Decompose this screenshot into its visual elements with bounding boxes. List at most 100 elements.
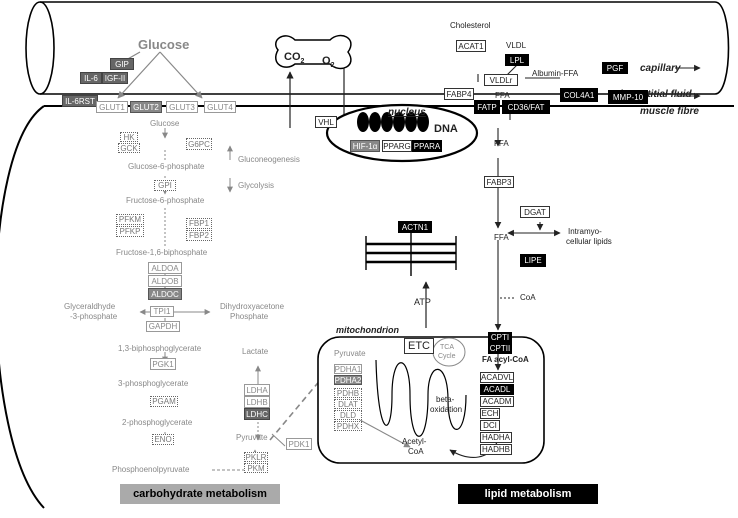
pfkm-box: PFKM xyxy=(116,214,144,225)
g6pc-box: G6PC xyxy=(186,138,212,150)
pfkp-box: PFKP xyxy=(116,226,144,237)
hadhb-box: HADHB xyxy=(480,444,512,455)
f16bp-label: Fructose-1,6-biphosphate xyxy=(116,248,208,257)
capillary-vessel xyxy=(25,1,730,95)
cholesterol-label: Cholesterol xyxy=(450,21,491,30)
vldlr-box: VLDLr xyxy=(484,74,518,86)
dgat-box: DGAT xyxy=(520,206,550,218)
pdhx-box: PDHX xyxy=(334,421,362,431)
pkm-box: PKM xyxy=(244,463,268,473)
beta-oxidation-label-2: oxidation xyxy=(430,405,463,414)
carb-glucose-label: Glucose xyxy=(150,119,180,128)
tca-label-1: TCA xyxy=(440,344,454,351)
dna-label: DNA xyxy=(434,123,458,135)
pg2-label: 2-phosphoglycerate xyxy=(122,418,193,427)
pdha2-box: PDHA2 xyxy=(334,375,362,385)
actn1-box: ACTN1 xyxy=(398,221,432,233)
gpi-box: GPI xyxy=(154,180,176,191)
dhap-label-2: Phosphate xyxy=(230,312,269,321)
muscle-fibre-label: muscle fibre xyxy=(640,106,699,117)
g3p-label-1: Glyceraldhyde xyxy=(64,302,116,311)
mitochondrion-shape xyxy=(317,336,545,464)
capillary-label: capillary xyxy=(640,63,681,74)
ldhb-box: LDHB xyxy=(244,396,270,408)
carbohydrate-metabolism-label: carbohydrate metabolism xyxy=(120,484,280,504)
carb-pyruvate-label: Pyruvate xyxy=(236,433,268,442)
mmp10-box: MMP-10 xyxy=(608,90,648,104)
eno-box: ENO xyxy=(152,434,174,445)
aldob-box: ALDOB xyxy=(148,275,182,287)
glucose-label: Glucose xyxy=(138,37,190,52)
mito-pyruvate-label: Pyruvate xyxy=(334,349,366,358)
ppara-box: PPARA xyxy=(412,140,442,152)
ffa-label-1: FFA xyxy=(494,139,509,148)
etc-box: ETC xyxy=(404,338,434,354)
col4a1-box: COL4A1 xyxy=(560,88,598,102)
pparg-box: PPARG xyxy=(382,140,412,152)
acetyl-coa-label-1: Acetyl- xyxy=(402,437,427,446)
acadl-box: ACADL xyxy=(480,384,514,395)
intramyocellular-label-2: cellular lipids xyxy=(566,237,612,246)
ldha-box: LDHA xyxy=(244,384,270,396)
pgk1-box: PGK1 xyxy=(150,358,176,370)
pep-label: Phosphoenolpyruvate xyxy=(112,465,190,474)
ffa-label-2: FFA xyxy=(494,233,509,242)
hadha-box: HADHA xyxy=(480,432,512,443)
interstitial-fluid-label: interstitial fluid xyxy=(620,89,692,100)
pdk1-box: PDK1 xyxy=(286,438,312,450)
ldhc-box: LDHC xyxy=(244,408,270,420)
mitochondrion-label: mitochondrion xyxy=(336,325,399,335)
il6-box: IL-6 xyxy=(80,72,102,84)
aldoc-box: ALDOC xyxy=(148,288,182,300)
fbp2-box: FBP2 xyxy=(186,230,212,241)
ech-box: ECH xyxy=(480,408,500,419)
igf2-box: IGF-II xyxy=(102,72,128,84)
tpi1-box: TPI1 xyxy=(150,306,174,317)
cpt1-box: CPTI xyxy=(488,332,512,343)
vldl-label: VLDL xyxy=(506,41,527,50)
dna-strands xyxy=(357,112,429,132)
ffa-top-label: FFA xyxy=(495,91,510,100)
dlat-box: DLAT xyxy=(334,399,362,409)
il6rst-box: IL-6RST xyxy=(62,95,98,107)
g3p-label-2: -3-phosphate xyxy=(70,312,118,321)
acetyl-coa-label-2: CoA xyxy=(408,447,424,456)
hk-box: HK xyxy=(120,132,138,142)
pg3-label: 3-phosphoglycerate xyxy=(118,379,189,388)
nucleus-label: nucleus xyxy=(388,107,426,118)
fbp1-box: FBP1 xyxy=(186,218,212,229)
gip-box: GIP xyxy=(110,58,134,70)
gapdh-box: GAPDH xyxy=(146,321,180,332)
gluconeogenesis-label: Gluconeogenesis xyxy=(238,155,300,164)
albumin-ffa-label: Albumin-FFA xyxy=(532,69,579,78)
pdha1-box: PDHA1 xyxy=(334,364,362,374)
g6p-label: Glucose-6-phosphate xyxy=(128,162,205,171)
intramyocellular-label-1: Intramyo- xyxy=(568,227,602,236)
cd36-box: CD36/FAT xyxy=(502,100,550,114)
co2-label: CO2 xyxy=(284,51,305,66)
pgf-box: PGF xyxy=(602,62,628,74)
f6p-label: Fructose-6-phosphate xyxy=(126,196,205,205)
gck-box: GCK xyxy=(118,143,140,153)
dld-box: DLD xyxy=(334,410,362,420)
acadvl-box: ACADVL xyxy=(480,372,514,383)
o2-label: O2 xyxy=(322,55,335,70)
glycolysis-label: Glycolysis xyxy=(238,181,275,190)
lipid-metabolism-label: lipid metabolism xyxy=(458,484,598,504)
fabp4-box: FABP4 xyxy=(444,88,474,100)
cpt2-box: CPTII xyxy=(488,343,512,354)
acadm-box: ACADM xyxy=(480,396,514,407)
glut1-box: GLUT1 xyxy=(96,101,128,113)
hif1a-box: HIF-1α xyxy=(350,140,380,152)
pklr-box: PKLR xyxy=(244,452,268,462)
glut4-box: GLUT4 xyxy=(204,101,236,113)
fatp-box: FATP xyxy=(474,100,500,114)
vhl-box: VHL xyxy=(315,116,337,128)
atp-label: ATP xyxy=(414,297,431,307)
sarcomere-shape xyxy=(365,230,457,276)
lactate-label: Lactate xyxy=(242,347,269,356)
dhap-label-1: Dihydroxyacetone xyxy=(220,302,285,311)
acat1-box: ACAT1 xyxy=(456,40,486,52)
